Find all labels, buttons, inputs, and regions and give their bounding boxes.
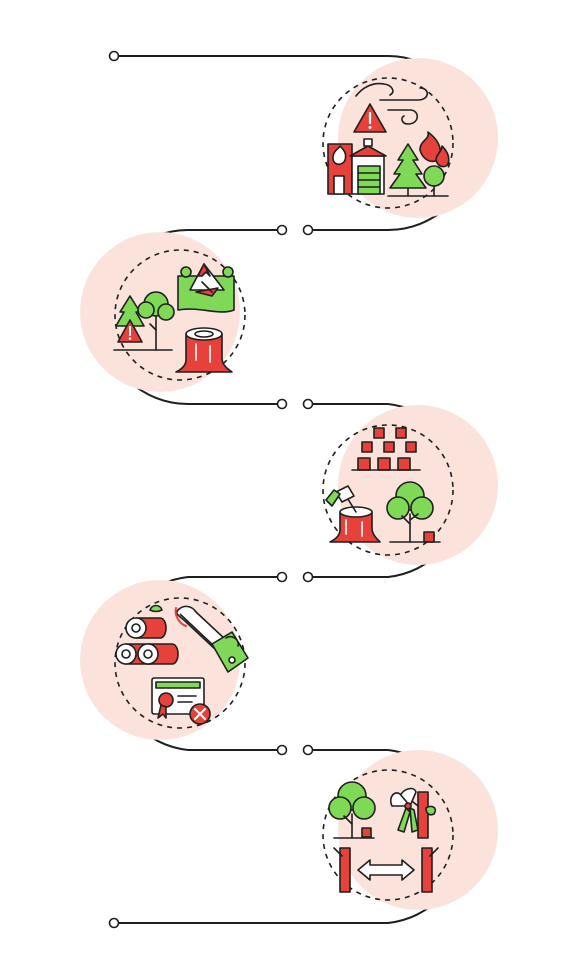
forest-fire-icon	[387, 131, 450, 197]
step-2-dashed-ring	[114, 249, 246, 381]
timeline-node	[302, 398, 314, 410]
step-5	[322, 750, 498, 910]
timeline-end-node	[108, 917, 120, 929]
certificate-rejected-icon	[151, 677, 211, 725]
timeline-node	[276, 744, 288, 756]
timeline-node	[276, 398, 288, 410]
step-1	[322, 58, 498, 218]
timeline-node	[302, 571, 314, 583]
timeline-start-node	[108, 50, 120, 62]
fire-station-icon	[327, 138, 387, 195]
timeline-node	[276, 224, 288, 236]
boxes-icon	[351, 427, 421, 471]
landslide-icon	[177, 263, 235, 313]
tree-stump-icon	[175, 327, 233, 373]
pruning-shears-icon	[389, 787, 437, 839]
timeline-node	[302, 224, 314, 236]
tree-warning-icon	[113, 291, 175, 351]
step-3-dashed-ring	[322, 424, 454, 556]
forest-distance-icon	[333, 847, 439, 893]
chainsaw-icon	[174, 605, 249, 673]
axe-stump-icon	[325, 485, 381, 543]
logs-icon	[115, 604, 179, 665]
tree-icon	[386, 481, 441, 543]
step-5-dashed-ring	[322, 769, 454, 901]
step-3	[322, 405, 498, 565]
step-4-dashed-ring	[114, 597, 246, 729]
timeline-node	[276, 571, 288, 583]
warning-icon	[353, 103, 387, 133]
wind-icon	[355, 82, 429, 125]
step-2	[80, 232, 246, 392]
step-4	[80, 580, 249, 740]
step-1-dashed-ring	[322, 77, 454, 209]
tree-icon	[328, 781, 376, 839]
timeline-node	[302, 744, 314, 756]
